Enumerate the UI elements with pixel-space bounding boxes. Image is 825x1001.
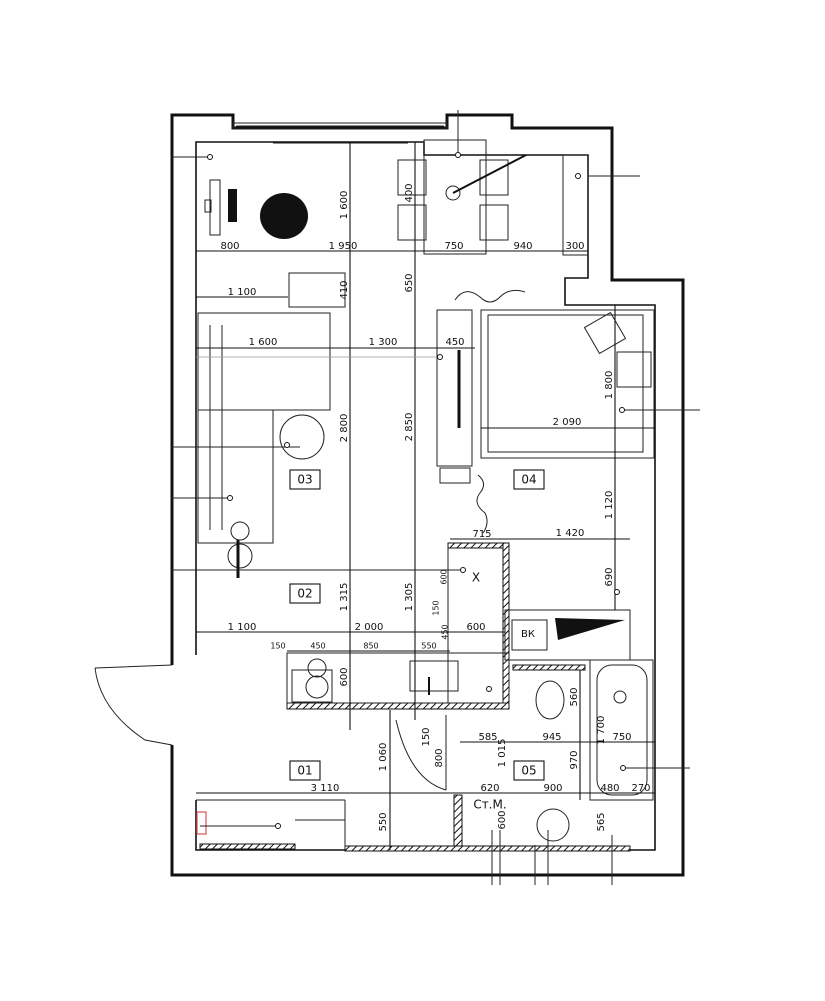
svg-text:410: 410 <box>339 280 350 299</box>
svg-text:300: 300 <box>565 241 584 252</box>
svg-text:2 850: 2 850 <box>404 413 415 442</box>
dimension-labels-lower: 1 315 1 305 150 1 100 2 000 450 600 150 … <box>228 583 651 832</box>
svg-text:970: 970 <box>569 750 580 769</box>
svg-text:01: 01 <box>297 764 312 778</box>
svg-text:1 060: 1 060 <box>378 743 389 772</box>
svg-text:150: 150 <box>421 727 432 746</box>
svg-text:1 420: 1 420 <box>556 528 585 539</box>
svg-text:3 110: 3 110 <box>311 783 340 794</box>
svg-text:690: 690 <box>604 567 615 586</box>
svg-text:750: 750 <box>612 732 631 743</box>
svg-text:900: 900 <box>543 783 562 794</box>
ventilation-shaft <box>504 609 631 661</box>
sofa <box>197 312 331 544</box>
svg-text:1 305: 1 305 <box>404 583 415 612</box>
svg-text:600: 600 <box>339 667 350 686</box>
bed <box>480 309 655 459</box>
svg-text:650: 650 <box>404 273 415 292</box>
svg-text:1 315: 1 315 <box>339 583 350 612</box>
svg-text:1 015: 1 015 <box>497 739 508 768</box>
dimension-lines <box>172 110 700 885</box>
svg-text:940: 940 <box>513 241 532 252</box>
room-02: 02 <box>289 583 321 604</box>
svg-text:1 100: 1 100 <box>228 622 257 633</box>
svg-text:2 800: 2 800 <box>339 414 350 443</box>
armchair <box>260 193 308 239</box>
cabinet <box>288 272 346 308</box>
label-bk: ВК <box>521 629 535 640</box>
floor-lamp <box>227 521 253 578</box>
svg-text:1 600: 1 600 <box>249 337 278 348</box>
svg-text:450: 450 <box>310 642 325 651</box>
window <box>232 122 448 130</box>
svg-text:620: 620 <box>480 783 499 794</box>
svg-text:2 000: 2 000 <box>355 622 384 633</box>
entrance-door <box>94 664 173 746</box>
svg-text:150: 150 <box>432 600 441 615</box>
svg-text:1 100: 1 100 <box>228 287 257 298</box>
label-stm: Ст.М. <box>473 798 506 812</box>
tv-cabinet <box>436 309 473 467</box>
svg-text:800: 800 <box>434 748 445 767</box>
svg-text:600: 600 <box>466 622 485 633</box>
svg-text:450: 450 <box>441 624 450 639</box>
svg-text:400: 400 <box>404 183 415 202</box>
svg-text:450: 450 <box>445 337 464 348</box>
svg-text:800: 800 <box>220 241 239 252</box>
pendant-lamp <box>445 154 527 201</box>
svg-text:04: 04 <box>521 473 536 487</box>
svg-text:850: 850 <box>363 642 378 651</box>
label-x: X <box>472 571 480 585</box>
svg-text:550: 550 <box>421 642 436 651</box>
room-03: 03 <box>289 469 321 490</box>
outer-wall <box>170 113 685 877</box>
svg-text:600: 600 <box>497 810 508 829</box>
kitchen-shelf <box>562 154 589 256</box>
svg-text:600: 600 <box>440 569 449 584</box>
fixture-points <box>207 152 626 829</box>
svg-text:02: 02 <box>297 587 312 601</box>
dimension-labels-middle: 1 600 1 300 450 2 800 2 850 1 800 2 090 … <box>249 337 615 587</box>
svg-text:03: 03 <box>297 473 312 487</box>
dining-chairs <box>397 159 509 241</box>
svg-text:05: 05 <box>521 764 536 778</box>
room-04: 04 <box>513 469 545 490</box>
washbasin <box>536 808 570 842</box>
svg-text:270: 270 <box>631 783 650 794</box>
svg-text:715: 715 <box>472 529 491 540</box>
svg-text:1 700: 1 700 <box>596 716 607 745</box>
svg-text:1 600: 1 600 <box>339 191 350 220</box>
svg-text:1 300: 1 300 <box>369 337 398 348</box>
svg-text:945: 945 <box>542 732 561 743</box>
svg-text:750: 750 <box>444 241 463 252</box>
svg-text:150: 150 <box>270 642 285 651</box>
room-01: 01 <box>289 760 321 781</box>
room-05: 05 <box>513 760 545 781</box>
svg-text:585: 585 <box>478 732 497 743</box>
bathroom-door <box>395 715 447 791</box>
partition <box>447 542 506 549</box>
svg-text:550: 550 <box>378 812 389 831</box>
dining-table <box>423 139 487 255</box>
svg-text:565: 565 <box>596 812 607 831</box>
svg-text:2 090: 2 090 <box>553 417 582 428</box>
dimension-labels-top: 800 1 950 750 940 300 1 600 400 1 100 41… <box>220 183 584 299</box>
svg-text:480: 480 <box>600 783 619 794</box>
toilet <box>535 680 565 720</box>
coffee-table <box>279 414 325 460</box>
svg-text:1 120: 1 120 <box>604 491 615 520</box>
kitchen-counter <box>286 652 510 704</box>
wall-marker <box>196 811 207 835</box>
svg-text:1 950: 1 950 <box>329 241 358 252</box>
desk <box>204 179 237 236</box>
bathtub <box>589 659 654 801</box>
svg-text:560: 560 <box>569 687 580 706</box>
svg-text:1 800: 1 800 <box>604 371 615 400</box>
plant <box>454 289 526 534</box>
